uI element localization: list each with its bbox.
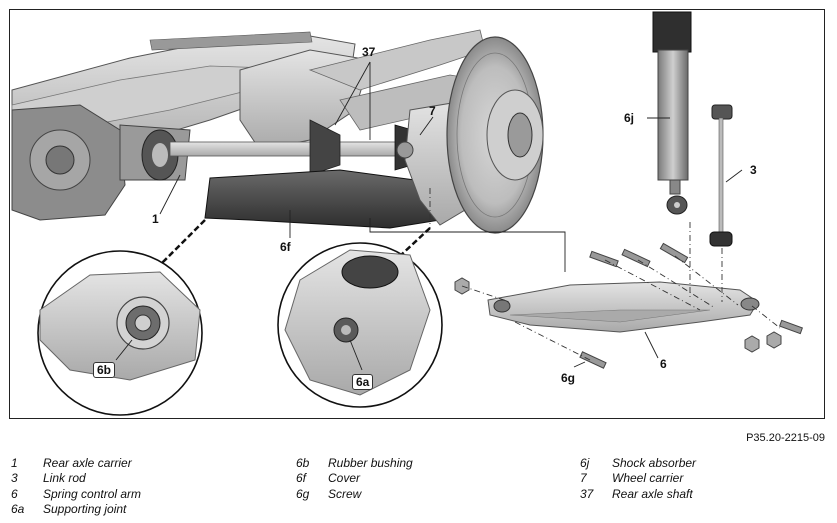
legend-item: 7 Wheel carrier: [580, 471, 696, 487]
legend-text: Rubber bushing: [328, 455, 413, 470]
detail-bushing: [37, 219, 206, 416]
legend-text: Shock absorber: [612, 455, 697, 470]
legend-item: 3 Link rod: [11, 471, 141, 487]
assembly-lines: [429, 188, 781, 361]
screws: [454, 242, 804, 369]
legend-text: Screw: [328, 486, 362, 501]
cover-part: [204, 169, 441, 229]
legend-text: Cover: [328, 471, 361, 486]
callout-37: 37: [362, 45, 376, 59]
legend-item: 6 Spring control arm: [11, 486, 141, 502]
legend-key: 1: [11, 455, 18, 470]
legend-column-3: 6j Shock absorber 7 Wheel carrier 37 Rear a…: [580, 455, 696, 502]
legend-key: 3: [11, 471, 18, 486]
section-line: [369, 218, 566, 272]
legend-item: 6f Cover: [296, 471, 413, 487]
legend-item: 6g Screw: [296, 486, 413, 502]
legend-item: 6j Shock absorber: [580, 455, 696, 471]
technical-illustration: 1 3 6 6a 6b 6f 6g 6j 7 37: [9, 9, 825, 419]
legend-text: Spring control arm: [43, 486, 142, 501]
legend-text: Rear axle shaft: [612, 486, 693, 501]
shock-absorber: [652, 11, 692, 215]
legend-text: Link rod: [43, 471, 86, 486]
link-rod: [709, 104, 733, 247]
callout-6a: 6a: [352, 374, 374, 390]
callout-6g: 6g: [561, 371, 576, 385]
legend-item: 6b Rubber bushing: [296, 455, 413, 471]
legend-key: 37: [580, 486, 594, 501]
legend-text: Supporting joint: [43, 502, 127, 517]
legend-item: 6a Supporting joint: [11, 502, 141, 518]
leader-lines: [159, 61, 743, 368]
legend-key: 6j: [580, 455, 590, 470]
differential-housing: [11, 104, 191, 221]
detail-supporting-joint: [277, 227, 443, 408]
rear-axle-shaft: [169, 119, 431, 176]
callout-6f: 6f: [280, 240, 291, 254]
legend-key: 6g: [296, 486, 310, 501]
legend-item: 1 Rear axle carrier: [11, 455, 141, 471]
legend-column-1: 1 Rear axle carrier 3 Link rod 6 Spring con…: [11, 455, 141, 517]
legend-key: 7: [580, 471, 587, 486]
callout-7: 7: [429, 104, 436, 118]
legend-key: 6: [11, 486, 18, 501]
legend-key: 6b: [296, 455, 310, 470]
callout-1: 1: [152, 212, 159, 226]
callout-6b: 6b: [93, 362, 116, 378]
legend-column-2: 6b Rubber bushing 6f Cover 6g Screw: [296, 455, 413, 502]
callout-6j: 6j: [624, 111, 635, 125]
legend-item: 37 Rear axle shaft: [580, 486, 696, 502]
legend-key: 6f: [296, 471, 307, 486]
callout-3: 3: [750, 163, 757, 177]
legend-key: 6a: [11, 502, 25, 517]
axle-drawing: [11, 11, 804, 416]
brake-disc: [446, 36, 544, 234]
legend-text: Rear axle carrier: [43, 455, 132, 470]
legend-text: Wheel carrier: [612, 471, 684, 486]
callout-6: 6: [660, 357, 667, 371]
figure-number: P35.20-2215-09: [746, 432, 825, 444]
spring-control-arm: [487, 281, 760, 333]
